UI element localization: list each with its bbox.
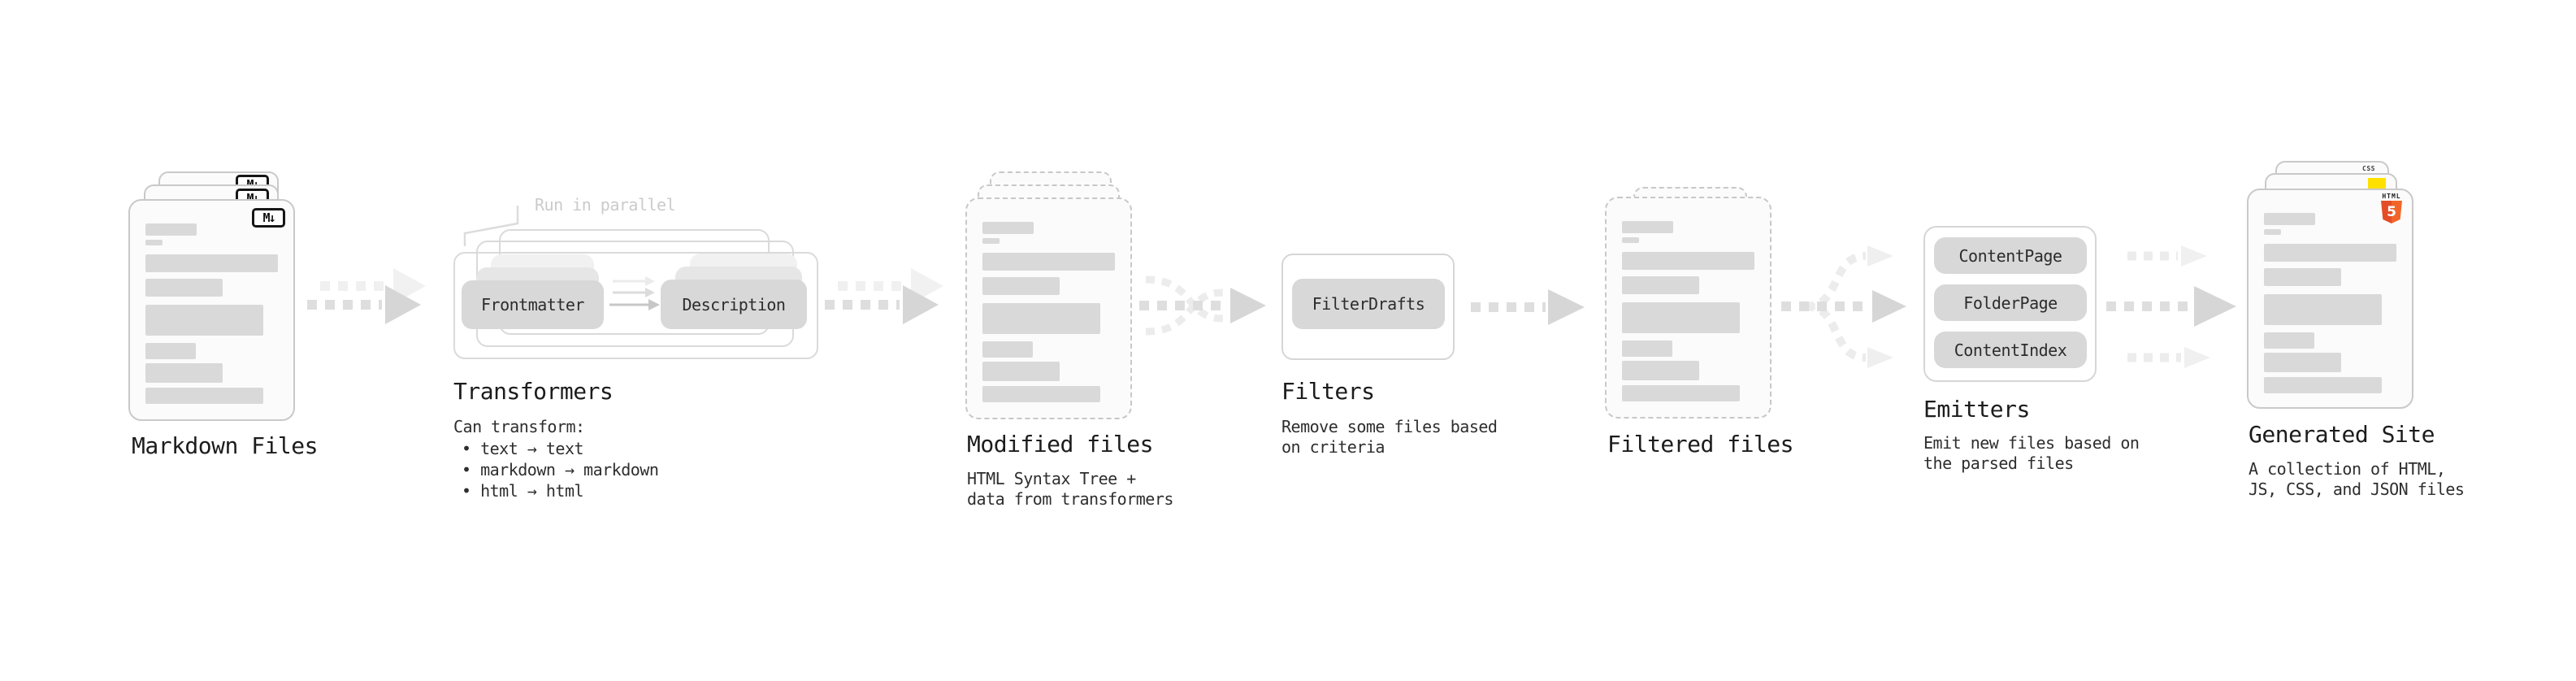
arrowhead — [2194, 286, 2236, 327]
js-icon — [2368, 178, 2386, 189]
filters-frame — [1281, 254, 1455, 360]
stage-label-markdown-files: Markdown Files — [132, 432, 319, 459]
emitters-subtitle-line: the parsed files — [1923, 453, 2074, 473]
markdown-icon: M↓ — [252, 208, 285, 228]
arrow-emitters-to-site — [2106, 245, 2236, 368]
generated-subtitle-line: A collection of HTML, — [2249, 459, 2446, 479]
file-content-lines — [145, 223, 278, 404]
modified-file-front — [965, 197, 1132, 419]
arrowhead — [1872, 290, 1906, 323]
emitters-frame — [1923, 226, 2097, 382]
text-line-bar — [145, 343, 196, 359]
text-line-bar — [145, 254, 278, 272]
text-line-bar — [145, 305, 263, 336]
text-line-bar — [982, 277, 1060, 295]
folderpage-pill: FolderPage — [1934, 284, 2087, 321]
text-line-bar — [1622, 340, 1672, 357]
text-line-bar — [2264, 268, 2341, 286]
stage-label-filtered-files: Filtered files — [1607, 431, 1794, 458]
transformers-subtitle: Can transform: — [453, 417, 585, 436]
file-content-lines — [982, 222, 1115, 402]
text-line-bar — [2264, 244, 2396, 262]
text-line-bar — [145, 223, 197, 236]
modified-subtitle-line: HTML Syntax Tree + — [967, 469, 1136, 488]
text-line-bar — [1622, 361, 1699, 380]
text-line-bar — [2264, 332, 2314, 349]
stage-label-modified-files: Modified files — [967, 431, 1154, 458]
text-line-bar — [2264, 377, 2382, 393]
stage-label-generated-site: Generated Site — [2249, 421, 2435, 448]
parallel-frame-front — [453, 252, 818, 359]
stage-label-emitters: Emitters — [1923, 396, 2030, 423]
arrowhead — [1548, 289, 1585, 325]
emitters-subtitle-line: Emit new files based on — [1923, 433, 2140, 453]
run-in-parallel-note: Run in parallel — [535, 195, 676, 215]
text-line-bar — [1622, 221, 1673, 233]
stage-filtered-files: Filtered files — [1605, 187, 1816, 479]
stage-transformers: Run in parallel Frontmatter Description … — [453, 195, 835, 520]
text-line-bar — [982, 222, 1034, 234]
arrow-markdown-to-transformers — [307, 268, 426, 324]
transformers-bullet: • text → text — [462, 439, 584, 458]
filters-subtitle-line: Remove some files based — [1281, 417, 1498, 436]
text-line-bar — [1622, 252, 1754, 270]
text-line-bar — [982, 341, 1033, 358]
text-line-bar — [1622, 276, 1699, 294]
text-line-bar — [1622, 385, 1740, 401]
stage-label-transformers: Transformers — [453, 378, 614, 405]
arrowhead — [903, 285, 939, 324]
filterdrafts-pill: FilterDrafts — [1292, 279, 1445, 329]
site-file-html: HTML 5 — [2247, 189, 2413, 409]
stage-filters: FilterDrafts Filters Remove some files b… — [1281, 254, 1517, 481]
text-line-bar — [2264, 353, 2341, 372]
filtered-file-front — [1605, 197, 1772, 419]
stage-generated-site: CSS HTML 5 Generated Site A collection o… — [2247, 161, 2465, 502]
html5-icon: HTML 5 — [2381, 193, 2402, 223]
text-line-bar — [2264, 294, 2382, 325]
arrowhead — [385, 285, 421, 324]
filters-subtitle-line: on criteria — [1281, 437, 1385, 457]
text-line-bar — [982, 362, 1060, 381]
text-line-bar — [982, 238, 1000, 244]
stage-markdown-files: M↓ M↓ M↓ Markdown Files — [128, 171, 340, 480]
stage-label-filters: Filters — [1281, 378, 1375, 405]
contentpage-pill: ContentPage — [1934, 237, 2087, 274]
text-line-bar — [2264, 213, 2315, 225]
note-leader-line — [463, 206, 519, 246]
text-line-bar — [145, 279, 223, 297]
arrow-transformers-to-modified — [825, 268, 943, 324]
text-line-bar — [1622, 302, 1740, 333]
generated-subtitle-line: JS, CSS, and JSON files — [2249, 479, 2465, 499]
transformers-bullet: • html → html — [462, 481, 584, 501]
text-line-bar — [145, 388, 263, 404]
stage-emitters: ContentPage FolderPage ContentIndex Emit… — [1923, 226, 2159, 486]
file-content-lines — [2264, 213, 2396, 393]
description-pill: Description — [661, 280, 807, 329]
arrow-filters-to-filtered — [1471, 289, 1585, 325]
text-line-bar — [2264, 229, 2281, 235]
stage-modified-files: Modified files HTML Syntax Tree + data f… — [965, 171, 1177, 513]
text-line-bar — [145, 363, 223, 383]
text-line-bar — [982, 386, 1100, 402]
text-line-bar — [1622, 237, 1639, 243]
arrowhead — [1230, 288, 1266, 323]
text-line-bar — [145, 240, 163, 245]
markdown-file-front: M↓ — [128, 199, 295, 421]
file-content-lines — [1622, 221, 1754, 401]
contentindex-pill: ContentIndex — [1934, 332, 2087, 368]
transformers-bullet: • markdown → markdown — [462, 460, 659, 479]
text-line-bar — [982, 253, 1115, 271]
text-line-bar — [982, 303, 1100, 334]
arrow-filtered-to-emitters-split — [1781, 245, 1906, 368]
modified-subtitle-line: data from transformers — [967, 489, 1173, 509]
frontmatter-pill: Frontmatter — [462, 280, 604, 329]
arrow-modified-to-filters-merge — [1139, 275, 1266, 336]
transform-arrows — [609, 276, 660, 310]
